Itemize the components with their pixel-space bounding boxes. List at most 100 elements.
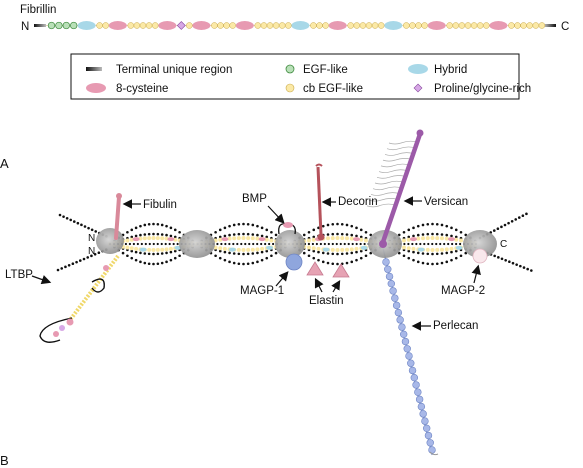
black-strand-dot (355, 226, 358, 230)
black-strand-dot (265, 256, 269, 260)
versican (366, 129, 424, 248)
black-strand-dot (397, 251, 401, 255)
cb-egf-strand-dot (402, 245, 406, 250)
cb-egf-like-domain (470, 22, 478, 29)
black-strand-dot (156, 232, 160, 236)
black-strand-dot (363, 242, 366, 246)
cb-egf-like-domain (415, 22, 422, 29)
black-strand-dot (500, 257, 504, 261)
cb-egf-strand-dot (222, 246, 227, 251)
black-strand-dot (223, 226, 227, 230)
egf-like-icon (285, 64, 295, 74)
black-strand-dot (508, 260, 511, 264)
versican-bristle (374, 180, 404, 185)
black-strand-dot (317, 258, 320, 262)
versican-bristle (384, 152, 414, 156)
black-strand-dot (139, 233, 142, 237)
black-strand-dot (265, 228, 269, 232)
black-strand-dot (511, 261, 515, 265)
black-strand-dot (326, 223, 330, 227)
black-strand-dot (268, 242, 271, 246)
black-strand-dot (232, 233, 236, 236)
cb-egf-like-domain (421, 22, 428, 29)
black-strand-dot (450, 226, 453, 230)
black-strand-dot (359, 235, 363, 239)
cb-egf-strand-dot (269, 238, 274, 243)
cb-egf-like-domain (458, 22, 466, 29)
cb-egf-strand-dot (264, 237, 269, 242)
black-strand-dot (450, 250, 453, 254)
cb-egf-strand-dot (241, 248, 246, 252)
black-strand-dot (426, 222, 430, 226)
black-strand-dot (445, 260, 449, 264)
black-strand-dot (168, 242, 171, 246)
cb-egf-like-domain (409, 22, 416, 29)
black-strand-dot (130, 228, 134, 232)
black-strand-dot (517, 216, 521, 219)
black-strand-dot (493, 254, 496, 258)
black-strand-dot (302, 233, 306, 237)
black-strand-dot (62, 215, 65, 218)
perlecan-beads (382, 258, 436, 454)
black-strand-dot (454, 249, 458, 253)
black-strand-dot (445, 224, 449, 228)
black-strand-dot (431, 252, 434, 256)
8-cysteine-accent (448, 237, 455, 242)
domain-row (46, 21, 546, 30)
black-strand-dot (412, 250, 415, 254)
cb-egf-like-domain (347, 22, 354, 29)
black-strand-dot (415, 242, 418, 246)
black-strand-dot (447, 242, 450, 246)
cb-egf-strand-dot (340, 247, 345, 252)
black-strand-dot (323, 242, 326, 246)
black-strand-dot (459, 242, 462, 246)
black-strand-dot (156, 252, 160, 256)
black-strand-dot (90, 228, 94, 232)
hybrid-accent (139, 247, 147, 252)
cb-egf-strand-dot (241, 236, 246, 240)
cb-egf-like-domain (371, 22, 379, 29)
elastin-triangle-1 (306, 261, 324, 276)
black-strand-dot (445, 233, 449, 237)
cb-egf-strand-dot (311, 237, 316, 242)
black-strand-dot (252, 242, 255, 246)
hybrid-accent (455, 245, 463, 250)
perlecan-bead (403, 345, 411, 353)
cb-egf-strand-dot (402, 238, 406, 243)
black-strand-dot (336, 232, 339, 236)
black-strand-dot (152, 242, 155, 246)
hybrid-domain (77, 21, 96, 30)
bmp (278, 222, 296, 235)
8-cysteine-accent (221, 237, 229, 242)
black-strand-dot (307, 254, 311, 258)
black-strand-dot (144, 242, 147, 246)
black-strand-dot (340, 252, 344, 256)
black-strand-dot (156, 262, 160, 266)
black-strand-dot (126, 254, 129, 258)
cb-egf-like-domain (316, 22, 323, 29)
black-strand-dot (514, 218, 518, 221)
black-strand-dot (351, 242, 354, 246)
black-strand-dot (165, 251, 168, 255)
black-strand-dot (173, 228, 177, 232)
black-strand-dot (237, 262, 241, 266)
elastin-triangle-2 (332, 263, 350, 278)
cb-egf-strand-dot (316, 246, 321, 251)
egf-like-domain (70, 21, 78, 30)
black-strand-dot (218, 228, 222, 232)
black-strand-dot (228, 224, 231, 228)
black-strand-dot (336, 252, 339, 256)
cb-egf-strand-dot (307, 245, 311, 250)
perlecan-bead (408, 366, 417, 375)
cb-egf-strand-dot (430, 248, 435, 252)
terminal-unique-region-icon (86, 67, 102, 71)
black-strand-dot (147, 262, 151, 266)
cb-egf-like-domain (538, 22, 546, 29)
cb-egf-like-domain (285, 22, 292, 29)
n-terminal-label: N (21, 21, 29, 33)
black-strand-dot (237, 222, 241, 226)
black-strand-dot (369, 233, 373, 237)
egf-like-domain (55, 21, 63, 30)
black-strand-dot (431, 232, 434, 236)
cb-egf-strand-dot (454, 237, 459, 242)
